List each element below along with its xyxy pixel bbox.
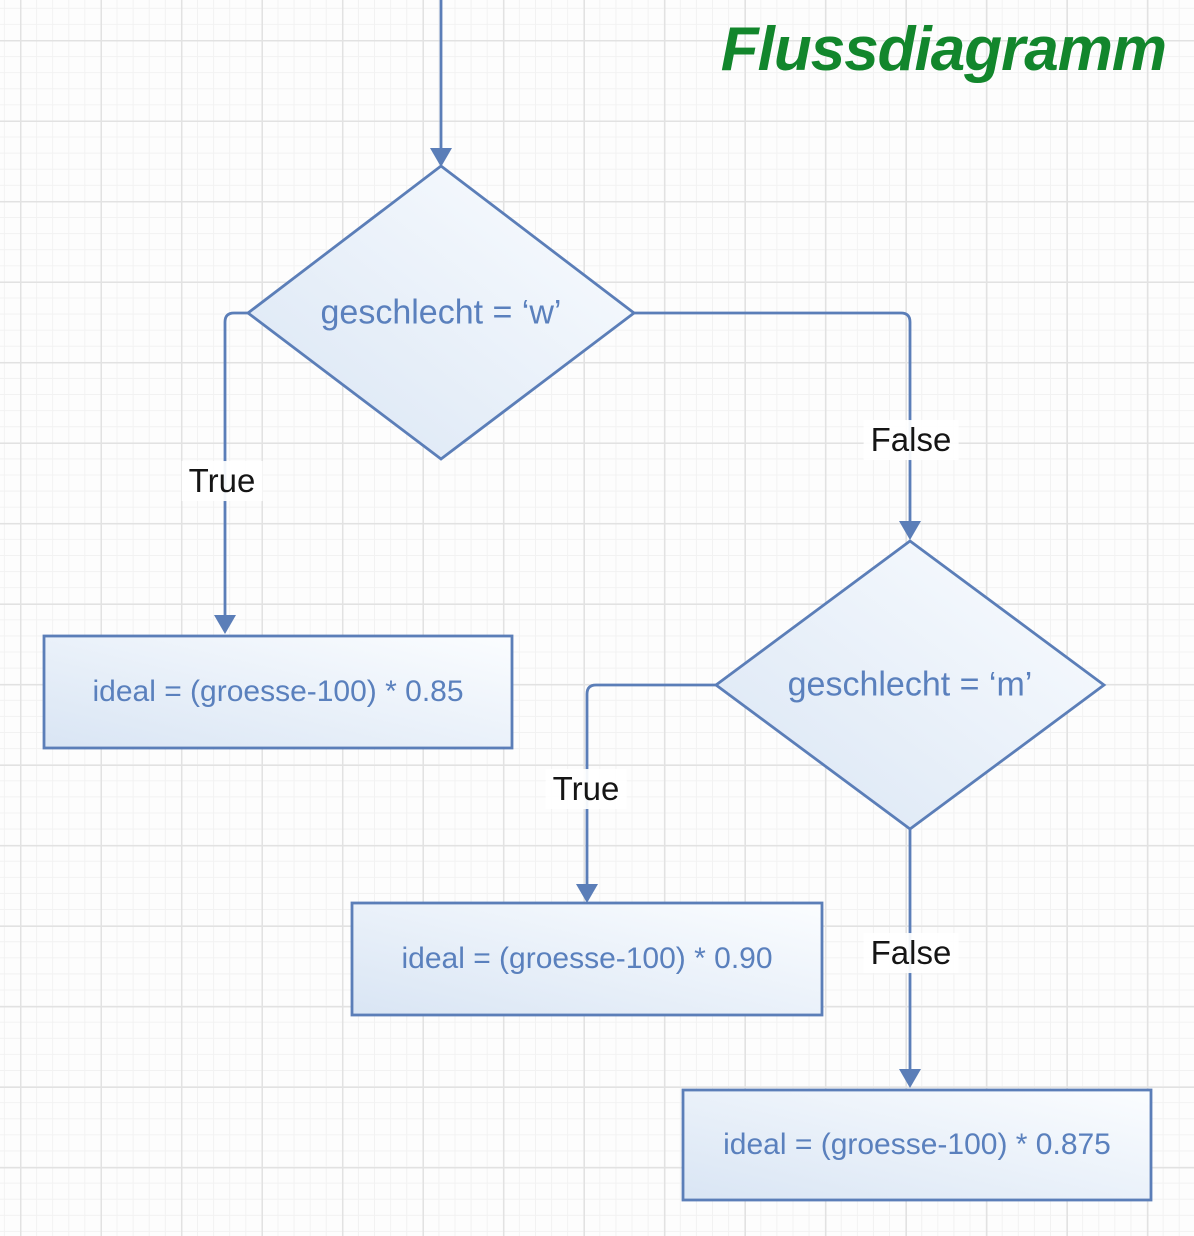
edge-label-decision1-true: True [181, 461, 263, 501]
arrowhead-decision2-true [576, 884, 598, 903]
edge-decision2-true[interactable] [585, 683, 716, 886]
process3-label: ideal = (groesse-100) * 0.875 [723, 1128, 1111, 1161]
arrowhead-decision2-false [899, 1069, 921, 1088]
edge-decision1-true[interactable] [223, 311, 248, 617]
process-node-ideal-0875[interactable] [681, 1088, 1153, 1202]
decision1-label: geschlecht = ‘w’ [320, 293, 562, 332]
decision2-label: geschlecht = ‘m’ [787, 665, 1033, 704]
arrowhead-decision1-true [214, 615, 236, 634]
arrowhead-decision1-false [899, 521, 921, 540]
decision-node-geschlecht-w[interactable] [245, 164, 637, 461]
process2-label: ideal = (groesse-100) * 0.90 [401, 942, 773, 975]
arrowhead-start-to-decision1 [430, 148, 452, 167]
edge-decision1-false[interactable] [634, 311, 912, 523]
process-node-ideal-090[interactable] [350, 901, 824, 1017]
diagram-title: Flussdiagramm [720, 15, 1167, 84]
process1-label: ideal = (groesse-100) * 0.85 [92, 675, 464, 708]
decision-node-geschlecht-m[interactable] [713, 539, 1107, 831]
edge-label-decision1-false: False [863, 420, 959, 460]
edge-label-decision2-false: False [863, 933, 959, 973]
edge-label-decision2-true: True [545, 769, 627, 809]
process-node-ideal-085[interactable] [42, 634, 514, 750]
